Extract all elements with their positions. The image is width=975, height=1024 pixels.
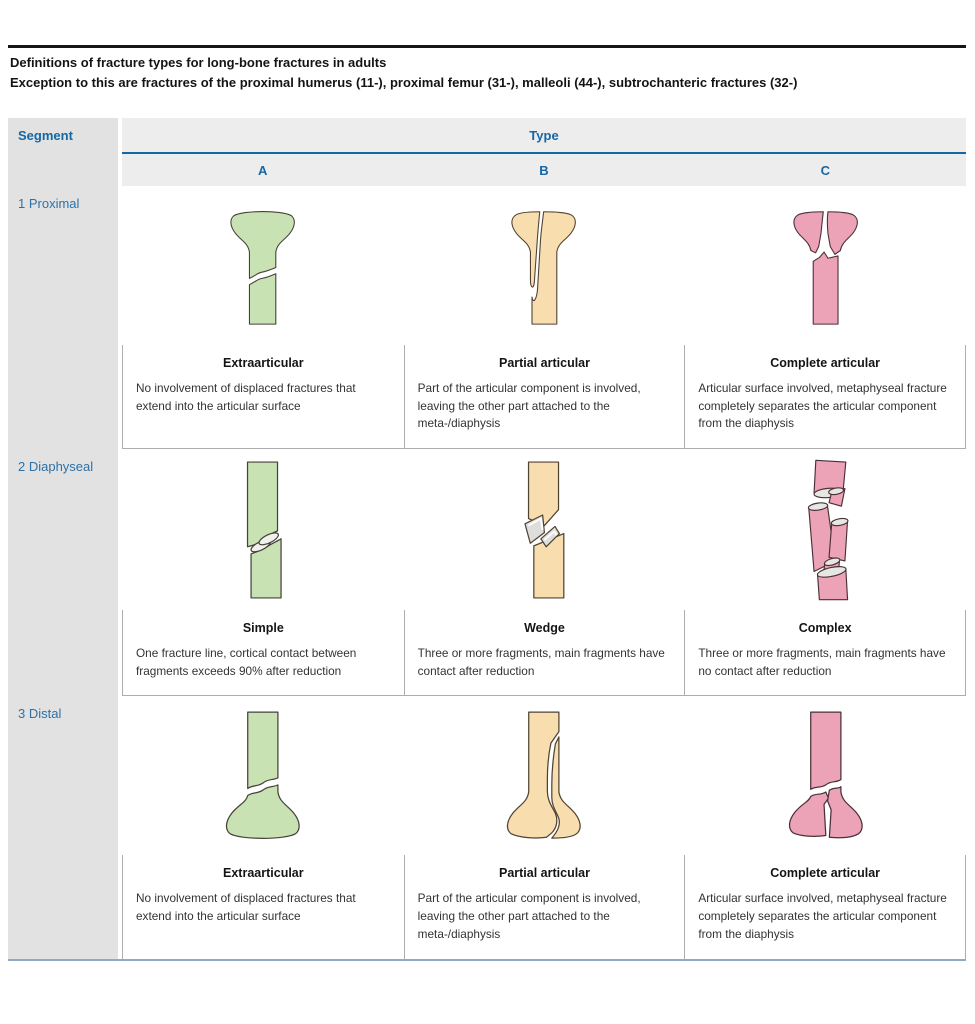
diaphyseal-wedge-bone-illustration	[524, 461, 565, 599]
fracture-type-description: Part of the articular component is invol…	[417, 891, 641, 941]
segment-label-distal: 3 Distal	[8, 696, 118, 959]
fracture-type-description: Three or more fragments, main fragments …	[417, 646, 665, 678]
distal-extraarticular-bone-illustration	[225, 711, 300, 839]
fracture-type-description: Articular surface involved, metaphyseal …	[698, 891, 947, 941]
column-header-c: C	[820, 162, 831, 178]
fracture-type-description: One fracture line, cortical contact betw…	[136, 646, 357, 678]
cell-diaphyseal-b: Wedge Three or more fragments, main frag…	[403, 610, 685, 696]
illustration-band-proximal	[122, 186, 966, 345]
intro-subtitle: Exception to this are fractures of the p…	[10, 75, 798, 90]
type-column-headers: A B C	[122, 154, 966, 186]
fracture-classification-table: Segment Type A B C 1 Proximal	[8, 118, 966, 961]
segment-label-diaphyseal: 2 Diaphyseal	[8, 449, 118, 697]
column-header-a: A	[257, 162, 268, 178]
fracture-type-title: Complete articular	[770, 866, 881, 881]
proximal-partial-articular-bone-illustration	[511, 210, 577, 325]
fracture-type-title: Complete articular	[770, 356, 881, 370]
cell-proximal-a: Extraarticular No involvement of displac…	[123, 345, 404, 448]
cell-distal-a: Extraarticular No involvement of displac…	[123, 855, 404, 958]
fracture-type-description: No involvement of displaced fractures th…	[136, 381, 356, 413]
cell-distal-c: Complete articular Articular surface inv…	[684, 855, 965, 959]
cell-diaphyseal-c: Complex Three or more fragments, main fr…	[684, 610, 965, 696]
fracture-type-title: Partial articular	[498, 866, 590, 881]
segment-header: Segment	[8, 118, 118, 186]
fracture-type-description: Articular surface involved, metaphyseal …	[698, 381, 947, 431]
top-rule	[8, 45, 966, 48]
row-diaphyseal: Simple One fracture line, cortical conta…	[122, 449, 966, 697]
type-header-cell: Type A B C	[122, 118, 966, 186]
fracture-type-title: Partial articular	[498, 356, 590, 370]
row-proximal: Extraarticular No involvement of displac…	[122, 186, 966, 450]
distal-complete-articular-bone-illustration	[788, 711, 863, 839]
proximal-complete-articular-bone-illustration	[793, 210, 858, 325]
fracture-type-description: Part of the articular component is invol…	[417, 381, 641, 431]
intro-title: Definitions of fracture types for long-b…	[10, 55, 387, 70]
row-distal: Extraarticular No involvement of displac…	[122, 696, 966, 959]
textband-diaphyseal: Simple One fracture line, cortical conta…	[122, 610, 966, 697]
fracture-type-title: Extraarticular	[223, 866, 304, 881]
diaphyseal-simple-bone-illustration	[247, 461, 282, 599]
cell-diaphyseal-a: Simple One fracture line, cortical conta…	[123, 610, 404, 695]
type-header: Type	[122, 118, 966, 152]
textband-distal: Extraarticular No involvement of displac…	[122, 855, 966, 959]
segment-label-proximal: 1 Proximal	[8, 186, 118, 450]
fracture-type-title: Complex	[798, 621, 852, 636]
fracture-type-description: Three or more fragments, main fragments …	[698, 646, 946, 678]
textband-proximal: Extraarticular No involvement of displac…	[122, 345, 966, 450]
column-header-b: B	[539, 162, 549, 178]
proximal-extraarticular-bone-illustration	[230, 210, 295, 325]
illustration-band-distal	[122, 696, 966, 855]
cell-proximal-c: Complete articular Articular surface inv…	[684, 345, 965, 449]
illustration-band-diaphyseal	[122, 449, 966, 610]
cell-proximal-b: Partial articular Part of the articular …	[403, 345, 685, 449]
fracture-type-title: Extraarticular	[223, 356, 304, 370]
cell-distal-b: Partial articular Part of the articular …	[403, 855, 685, 959]
fracture-type-title: Wedge	[524, 621, 565, 636]
intro-block: Definitions of fracture types for long-b…	[10, 53, 965, 93]
fracture-type-title: Simple	[242, 621, 284, 636]
fracture-type-description: No involvement of displaced fractures th…	[136, 891, 356, 924]
distal-partial-articular-bone-illustration	[507, 711, 581, 839]
diaphyseal-complex-bone-illustration	[807, 459, 849, 600]
type-underline	[122, 152, 966, 154]
